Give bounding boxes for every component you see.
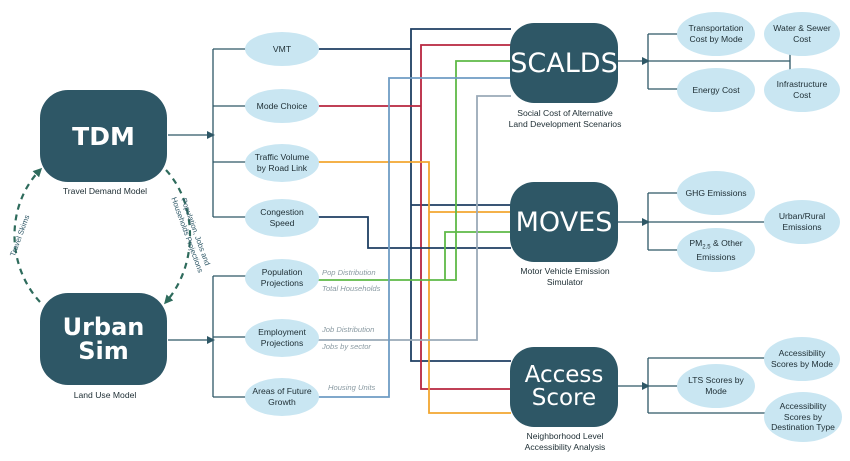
pill-population-line1: Population <box>261 267 303 278</box>
wire-population <box>318 60 511 281</box>
tdm-box[interactable]: TDM <box>40 90 167 182</box>
tdm-label: TDM <box>72 121 135 151</box>
pill-urban-rural-emissions[interactable]: Urban/Rural Emissions <box>764 200 840 244</box>
pill-accessibility-by-mode[interactable]: Accessibility Scores by Mode <box>764 337 840 381</box>
pill-employment-projections[interactable]: Employment Projections <box>245 319 319 357</box>
pill-infrastructure-cost[interactable]: Infrastructure Cost <box>764 68 840 112</box>
pill-urban-line2: Emissions <box>782 222 822 232</box>
pill-congestion-line1: Congestion <box>260 207 304 218</box>
urbansim-label-line2: Sim <box>78 337 129 365</box>
moves-label: MOVES <box>515 206 613 238</box>
pill-congestion-line2: Speed <box>269 218 295 228</box>
pill-employment-line2: Projections <box>260 338 304 348</box>
pill-pm-suffix: & Other <box>710 237 743 248</box>
access-score-box[interactable]: Access Score <box>510 347 618 427</box>
pill-infra-line2: Cost <box>793 90 811 100</box>
scalds-box[interactable]: SCALDS <box>510 23 618 103</box>
pill-pm-emissions[interactable]: PM2.5 & Other Emissions <box>677 228 755 272</box>
pill-transportation-line2: Cost by Mode <box>689 34 743 44</box>
pill-traffic-line2: by Road Link <box>256 163 308 173</box>
access-fanout <box>617 357 766 414</box>
scalds-caption-line2: Land Development Scenarios <box>508 118 622 129</box>
pill-transportation-cost[interactable]: Transportation Cost by Mode <box>677 12 755 56</box>
scalds-caption: Social Cost of Alternative Land Developm… <box>485 108 645 129</box>
pill-vmt[interactable]: VMT <box>245 32 319 66</box>
pill-water-sewer-cost[interactable]: Water & Sewer Cost <box>764 12 840 56</box>
urbansim-caption: Land Use Model <box>73 390 137 400</box>
pill-infra-line1: Infrastructure <box>776 79 828 90</box>
pill-traffic-line1: Traffic Volume <box>254 152 310 163</box>
tdm-fanout <box>168 48 246 218</box>
urbansim-label-line1: Urban <box>62 313 145 341</box>
flow-label-total-households: Total Households <box>322 284 381 293</box>
pill-pm-sub: 2.5 <box>702 244 711 251</box>
pill-accessibility-by-destination[interactable]: Accessibility Scores by Destination Type <box>764 392 842 442</box>
wire-growth <box>318 77 511 398</box>
pill-water-line2: Cost <box>793 34 811 44</box>
pill-urban-line1: Urban/Rural <box>778 211 826 222</box>
pill-lts-scores[interactable]: LTS Scores by Mode <box>677 364 755 408</box>
wire-congestion <box>318 216 511 249</box>
pill-acc-dest-line2: Scores by <box>783 411 823 422</box>
pill-pm-line2: Emissions <box>696 251 736 262</box>
moves-caption-line2: Simulator <box>546 276 584 287</box>
pill-areas-of-growth[interactable]: Areas of Future Growth <box>245 378 319 416</box>
pill-acc-mode-line1: Accessibility <box>778 348 826 359</box>
scalds-caption-line1: Social Cost of Alternative <box>517 108 613 118</box>
pill-growth-line1: Areas of Future <box>252 386 312 397</box>
urbansim-fanout <box>168 275 246 398</box>
moves-box[interactable]: MOVES <box>510 182 618 262</box>
data-wires <box>318 28 511 414</box>
wire-traffic <box>318 161 511 414</box>
pill-population-line2: Projections <box>260 278 304 288</box>
moves-caption-line1: Motor Vehicle Emission <box>520 266 610 276</box>
pill-lts-line1: LTS Scores by <box>688 375 744 386</box>
pill-congestion-speed[interactable]: Congestion Speed <box>245 199 319 237</box>
pill-mode-choice-label: Mode Choice <box>256 100 308 111</box>
pill-ghg-emissions[interactable]: GHG Emissions <box>677 171 755 215</box>
wire-employment <box>318 95 511 341</box>
scalds-label: SCALDS <box>510 47 618 79</box>
access-caption: Neighborhood Level Accessibility Analysi… <box>485 431 645 452</box>
pill-energy-label: Energy Cost <box>692 84 740 95</box>
access-label-line2: Score <box>531 385 597 411</box>
access-caption-line1: Neighborhood Level <box>526 431 604 441</box>
pill-growth-line2: Growth <box>268 397 296 407</box>
moves-caption: Motor Vehicle Emission Simulator <box>485 266 645 287</box>
flow-label-job-distribution: Job Distribution <box>322 325 375 334</box>
pill-transportation-line1: Transportation <box>688 23 744 34</box>
access-caption-line2: Accessibility Analysis <box>524 441 606 452</box>
flow-label-housing-units: Housing Units <box>328 383 376 392</box>
access-label-line1: Access <box>524 362 604 388</box>
pill-energy-cost[interactable]: Energy Cost <box>677 68 755 112</box>
pill-acc-dest-line3: Destination Type <box>771 422 835 433</box>
pill-ghg-label: GHG Emissions <box>685 187 747 198</box>
scalds-fanout <box>617 33 791 90</box>
pill-lts-line2: Mode <box>705 386 727 396</box>
flow-label-jobs-by-sector: Jobs by sector <box>322 342 371 351</box>
pill-pm-line1: PM2.5 & Other <box>689 238 742 252</box>
wire-mode-choice <box>318 44 511 390</box>
pill-employment-line1: Employment <box>258 327 306 338</box>
pill-acc-mode-line2: Scores by Mode <box>770 359 834 369</box>
pill-water-line1: Water & Sewer <box>773 23 831 34</box>
pill-pm-prefix: PM <box>689 237 703 248</box>
moves-fanout <box>617 192 766 251</box>
pill-population-projections[interactable]: Population Projections <box>245 259 319 297</box>
pill-acc-dest-line1: Accessibility <box>779 400 827 411</box>
pill-vmt-label: VMT <box>272 43 292 54</box>
flow-label-pop-distribution: Pop Distribution <box>322 268 376 277</box>
urbansim-box[interactable]: Urban Sim <box>40 293 167 385</box>
pill-traffic-volume[interactable]: Traffic Volume by Road Link <box>245 144 319 182</box>
feedback-arrow-projections <box>164 169 191 305</box>
pill-mode-choice[interactable]: Mode Choice <box>245 89 319 123</box>
tdm-caption: Travel Demand Model <box>62 186 148 196</box>
